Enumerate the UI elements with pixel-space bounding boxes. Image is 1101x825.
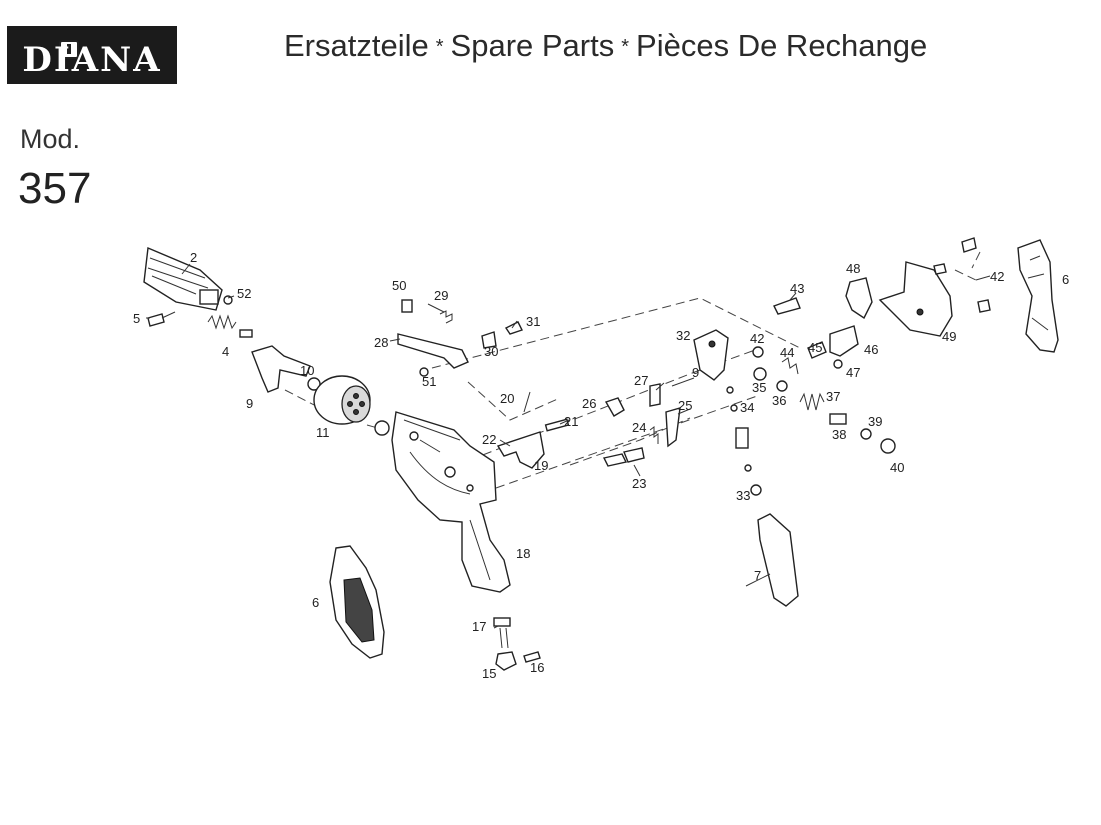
part-label: 44 — [780, 345, 794, 360]
part-label: 19 — [534, 458, 548, 473]
part-label: 45 — [808, 340, 822, 355]
part-label: 7 — [754, 568, 761, 583]
logo-emblem-icon — [59, 40, 79, 59]
frame-part — [391, 411, 511, 593]
part-label: 31 — [526, 314, 540, 329]
part-label: 35 — [752, 380, 766, 395]
right-grip-part — [1017, 239, 1059, 353]
small-parts-group — [602, 377, 695, 467]
part-label: 20 — [500, 391, 514, 406]
part-label: 18 — [516, 546, 530, 561]
page-title: Ersatzteile * Spare Parts * Pièces De Rechan… — [284, 28, 927, 64]
model-number: 357 — [18, 164, 92, 213]
part-label: 11 — [316, 425, 330, 440]
part-label: 28 — [374, 335, 388, 350]
part-label: 43 — [790, 281, 804, 296]
part-label: 15 — [482, 666, 496, 681]
part-label: 27 — [634, 373, 648, 388]
title-french: Pièces De Rechange — [636, 28, 928, 63]
part-label: 46 — [864, 342, 878, 357]
trigger-group-part — [496, 391, 570, 469]
logo-text: DIANA — [22, 40, 162, 80]
part-label: 36 — [772, 393, 786, 408]
grip-screw-part — [493, 617, 541, 671]
part-label: 30 — [484, 344, 498, 359]
model-label: Mod. — [20, 124, 81, 154]
part-labels: 2 52 5 4 10 9 11 50 29 31 28 30 51 20 21… — [133, 250, 1069, 681]
part-label: 10 — [300, 363, 314, 378]
part-label: 39 — [868, 414, 882, 429]
spring-part — [207, 314, 253, 338]
part-label: 32 — [676, 328, 690, 343]
barrel-part — [143, 246, 233, 311]
crane-part — [251, 345, 321, 393]
part-label: 25 — [678, 398, 692, 413]
part-label: 21 — [564, 414, 578, 429]
screw-part — [147, 311, 176, 327]
title-separator: * — [621, 36, 630, 59]
part-label: 9 — [246, 396, 253, 411]
leader-lines — [146, 263, 991, 629]
part-label: 16 — [530, 660, 544, 675]
title-german: Ersatzteile — [284, 28, 429, 63]
part-label: 37 — [826, 389, 840, 404]
part-label: 17 — [472, 619, 486, 634]
part-label: 26 — [582, 396, 596, 411]
part-label: 42 — [750, 331, 764, 346]
part-label: 42 — [990, 269, 1004, 284]
cylinder-part — [313, 375, 390, 436]
part-label: 9 — [692, 365, 699, 380]
part-label: 22 — [482, 432, 496, 447]
part-label: 29 — [434, 288, 448, 303]
part-label: 33 — [736, 488, 750, 503]
part-label: 6 — [1062, 272, 1069, 287]
part-label: 51 — [422, 374, 436, 389]
part-label: 5 — [133, 311, 140, 326]
title-separator: * — [435, 36, 444, 59]
part-label: 6 — [312, 595, 319, 610]
part-label: 50 — [392, 278, 406, 293]
part-label: 52 — [237, 286, 251, 301]
left-grip-part — [329, 545, 385, 659]
title-english: Spare Parts — [450, 28, 615, 63]
part-label: 47 — [846, 365, 860, 380]
safety-assembly-part — [752, 237, 991, 454]
part-label: 38 — [832, 427, 846, 442]
part-label: 40 — [890, 460, 904, 475]
diana-logo: DIANA — [7, 26, 177, 84]
part-label: 24 — [632, 420, 646, 435]
hammer-assembly-part — [397, 299, 523, 377]
part-label: 49 — [942, 329, 956, 344]
valve-assembly-part — [693, 329, 799, 607]
part-label: 2 — [190, 250, 197, 265]
part-label: 34 — [740, 400, 754, 415]
part-label: 4 — [222, 344, 229, 359]
part-label: 23 — [632, 476, 646, 491]
part-label: 48 — [846, 261, 860, 276]
